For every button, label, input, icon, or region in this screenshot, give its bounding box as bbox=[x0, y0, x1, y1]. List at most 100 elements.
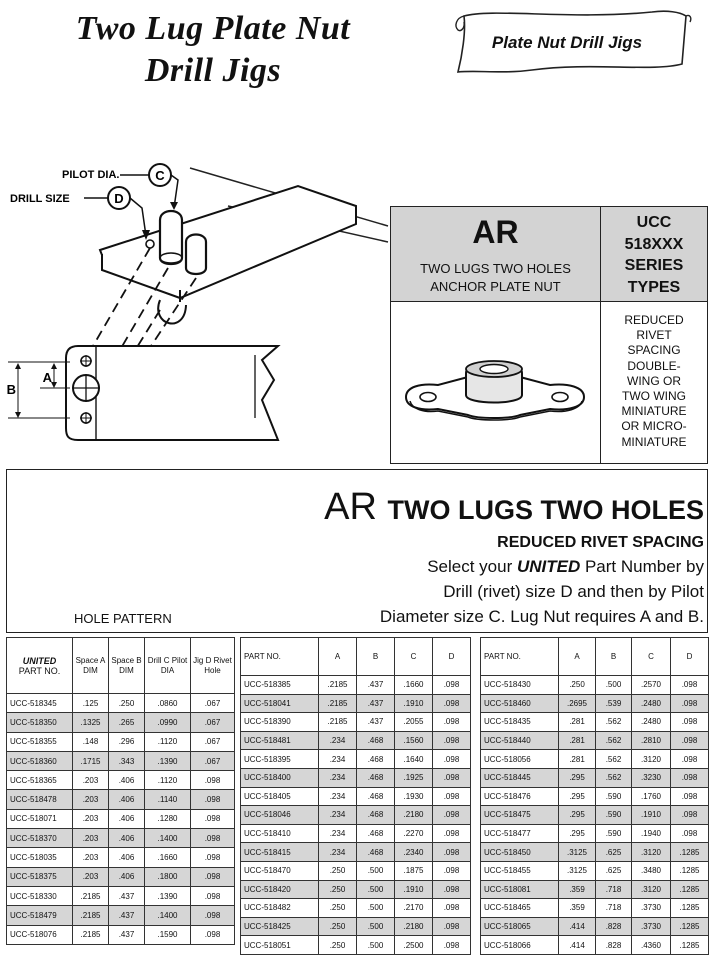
instruction-1c: Part Number by bbox=[580, 557, 704, 576]
feature-line: TWO WING bbox=[622, 389, 686, 404]
dimension-cell: .500 bbox=[356, 879, 395, 900]
header-a: A bbox=[318, 637, 357, 676]
dimension-cell: .098 bbox=[432, 675, 471, 695]
table-row: UCC-518435.281.562.2480.098 bbox=[480, 712, 709, 732]
dimension-cell: .098 bbox=[432, 805, 471, 825]
dimension-cell: .359 bbox=[558, 879, 596, 900]
banner-scroll-graphic bbox=[455, 10, 692, 73]
dimension-cell: .098 bbox=[190, 828, 235, 849]
dimension-cell: .0990 bbox=[144, 712, 191, 733]
dimension-cell: .2340 bbox=[394, 842, 433, 862]
table-row: UCC-518345.125.250.0860.067 bbox=[6, 692, 235, 714]
dimension-cell: .437 bbox=[108, 905, 145, 926]
dimension-cell: .1390 bbox=[144, 885, 191, 907]
ucc-line-1: UCC bbox=[636, 214, 672, 231]
part-number-cell: UCC-518400 bbox=[240, 767, 319, 788]
feature-line: WING OR bbox=[627, 373, 681, 388]
table-row: UCC-518390.2185.437.2055.098 bbox=[240, 712, 471, 732]
header-drill-c: Drill C Pilot DIA bbox=[144, 637, 191, 694]
dimension-cell: .500 bbox=[356, 935, 395, 955]
dimension-cell: .2570 bbox=[631, 675, 671, 695]
dimension-cell: .098 bbox=[432, 879, 471, 900]
dimension-cell: .234 bbox=[318, 805, 357, 825]
dimension-cell: .406 bbox=[108, 828, 145, 849]
dimension-cell: .4360 bbox=[631, 935, 671, 955]
part-number-cell: UCC-518445 bbox=[480, 767, 559, 788]
dimension-cell: .098 bbox=[190, 789, 235, 810]
table-row: UCC-518066.414.828.4360.1285 bbox=[480, 935, 709, 955]
dimension-cell: .3125 bbox=[558, 842, 596, 862]
header-b: B bbox=[595, 637, 632, 676]
part-number-cell: UCC-518477 bbox=[480, 823, 559, 844]
dimension-cell: .098 bbox=[432, 916, 471, 937]
dimension-cell: .406 bbox=[108, 789, 145, 810]
dimension-cell: .1285 bbox=[670, 898, 709, 918]
part-number-cell: UCC-518390 bbox=[240, 712, 319, 732]
dimension-cell: .296 bbox=[108, 731, 145, 752]
dimension-cell: .098 bbox=[432, 786, 471, 807]
dimension-cell: .562 bbox=[595, 767, 632, 788]
dimension-cell: .1910 bbox=[394, 879, 433, 900]
dimension-cell: .3730 bbox=[631, 898, 671, 918]
table-row: UCC-518035.203.406.1660.098 bbox=[6, 847, 235, 868]
ar-panel bbox=[390, 206, 708, 464]
dimension-cell: .234 bbox=[318, 842, 357, 862]
dimension-cell: .718 bbox=[595, 879, 632, 900]
dimension-cell: .2810 bbox=[631, 730, 671, 751]
dimension-cell: .1910 bbox=[631, 805, 671, 825]
part-number-cell: UCC-518425 bbox=[240, 916, 319, 937]
dimension-cell: .098 bbox=[432, 712, 471, 732]
dimension-cell: .203 bbox=[72, 808, 109, 830]
table-row: UCC-518076.2185.437.1590.098 bbox=[6, 924, 235, 945]
dimension-cell: .590 bbox=[595, 786, 632, 807]
part-number-cell: UCC-518415 bbox=[240, 842, 319, 862]
dimension-cell: .250 bbox=[318, 898, 357, 918]
dimension-cell: .437 bbox=[108, 885, 145, 907]
dimension-cell: .2270 bbox=[394, 823, 433, 844]
dimension-cell: .1285 bbox=[670, 842, 709, 862]
header-united: UNITED bbox=[22, 655, 57, 666]
ucc-series-label: UCC 518XXX SERIES TYPES bbox=[601, 212, 707, 298]
dimension-cell: .562 bbox=[595, 712, 632, 732]
header-c: C bbox=[394, 637, 433, 676]
dimension-cell: .2180 bbox=[394, 916, 433, 937]
dimension-cell: .098 bbox=[670, 675, 709, 695]
table-row: UCC-518046.234.468.2180.098 bbox=[240, 805, 471, 825]
dimension-cell: .500 bbox=[356, 898, 395, 918]
dimension-cell: .1940 bbox=[631, 823, 671, 844]
table-row: UCC-518360.1715.343.1390.067 bbox=[6, 750, 235, 772]
dimension-cell: .295 bbox=[558, 786, 596, 807]
part-number-cell: UCC-518465 bbox=[480, 898, 559, 918]
table-row: UCC-518478.203.406.1140.098 bbox=[6, 789, 235, 810]
dimension-cell: .1140 bbox=[144, 789, 191, 810]
part-number-cell: UCC-518375 bbox=[6, 866, 73, 887]
table-row: UCC-518385.2185.437.1660.098 bbox=[240, 675, 471, 695]
dimension-cell: .1910 bbox=[394, 693, 433, 714]
dimension-cell: .098 bbox=[190, 770, 235, 791]
dimension-cell: .295 bbox=[558, 805, 596, 825]
table-row: UCC-518482.250.500.2170.098 bbox=[240, 898, 471, 918]
page-title: Two Lug Plate Nut Drill Jigs bbox=[18, 8, 408, 92]
dimension-cell: .1390 bbox=[144, 750, 191, 772]
dimension-cell: .406 bbox=[108, 770, 145, 791]
dimension-cell: .250 bbox=[318, 860, 357, 881]
dimension-cell: .1590 bbox=[144, 924, 191, 945]
dimension-cell: .067 bbox=[190, 750, 235, 772]
dimension-cell: .098 bbox=[432, 767, 471, 788]
part-number-cell: UCC-518476 bbox=[480, 786, 559, 807]
header-a: A bbox=[558, 637, 596, 676]
table-row: UCC-518400.234.468.1925.098 bbox=[240, 767, 471, 788]
part-number-cell: UCC-518350 bbox=[6, 712, 73, 733]
table-row: UCC-518425.250.500.2180.098 bbox=[240, 916, 471, 937]
dimension-cell: .500 bbox=[356, 860, 395, 881]
dimension-cell: .590 bbox=[595, 823, 632, 844]
dimension-cell: .098 bbox=[670, 786, 709, 807]
ucc-line-2: 518XXX bbox=[624, 235, 684, 253]
table-row: UCC-518065.414.828.3730.1285 bbox=[480, 916, 709, 937]
dimension-cell: .250 bbox=[318, 916, 357, 937]
dimension-cell: .1660 bbox=[144, 847, 191, 868]
dimension-cell: .2480 bbox=[631, 693, 671, 714]
table-row: UCC-518460.2695.539.2480.098 bbox=[480, 693, 709, 714]
dimension-cell: .468 bbox=[356, 786, 395, 807]
table-row: UCC-518405.234.468.1930.098 bbox=[240, 786, 471, 807]
